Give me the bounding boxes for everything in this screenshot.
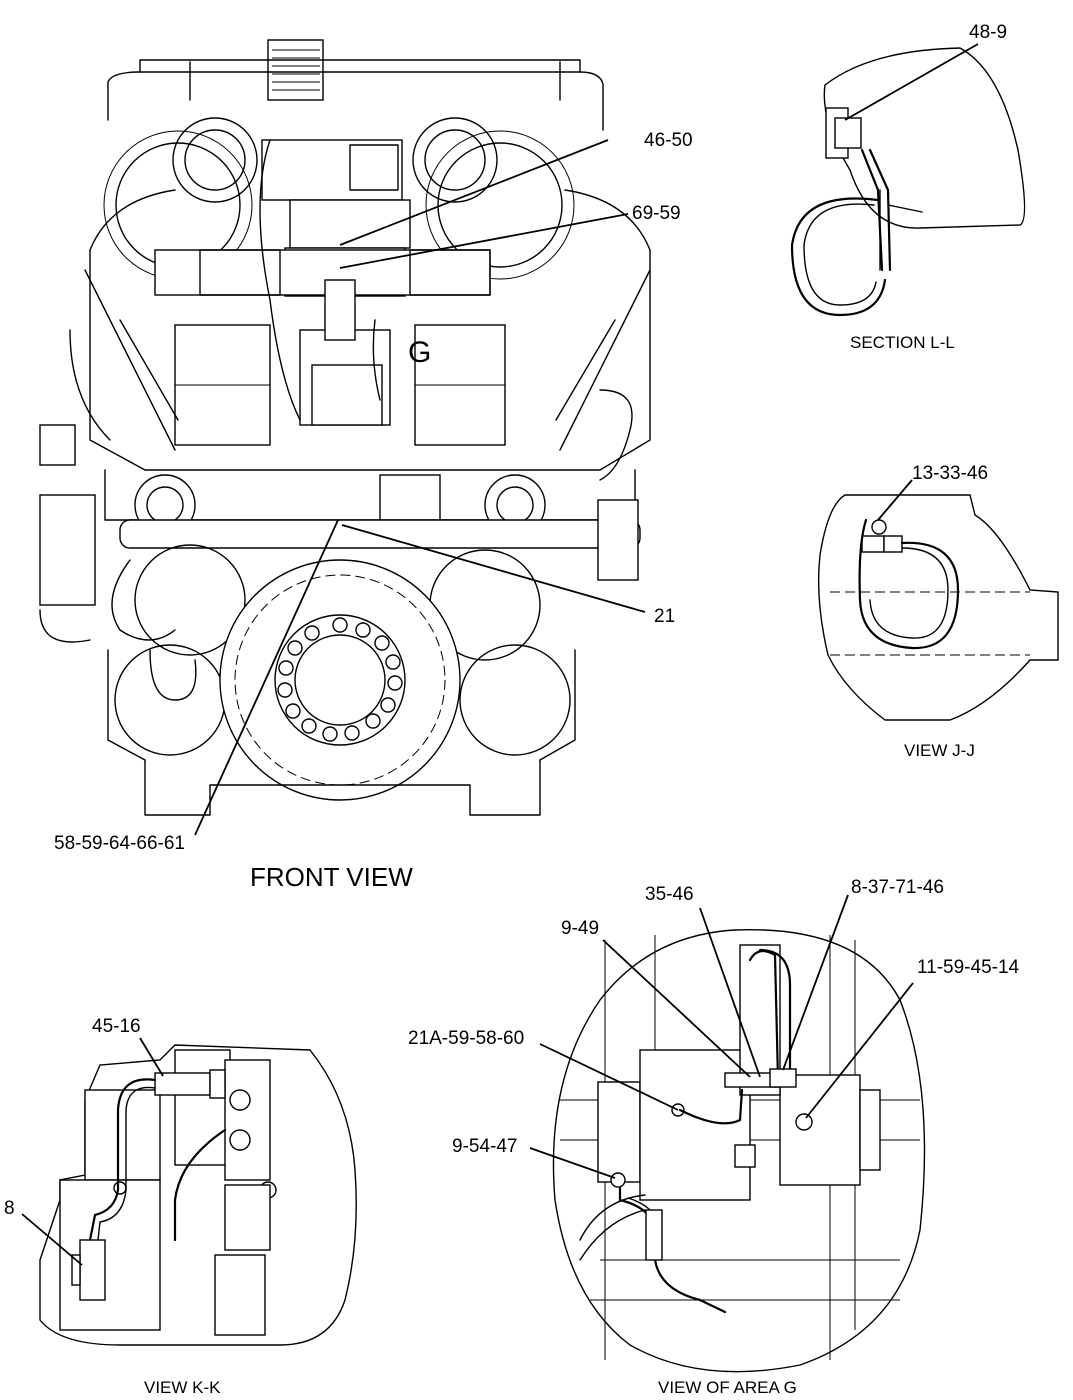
view-area-g-caption: VIEW OF AREA G — [658, 1378, 797, 1397]
view-jj-caption: VIEW J-J — [904, 741, 975, 760]
section-ll-caption: SECTION L-L — [850, 333, 955, 352]
front-view-engine: G — [39, 39, 651, 816]
view-kk-caption: VIEW K-K — [144, 1378, 221, 1397]
callout-13-33-46: 13-33-46 — [912, 463, 988, 484]
front-view-leaders — [194, 139, 646, 836]
callout-11-59-45-14: 11-59-45-14 — [917, 957, 1020, 978]
callout-9-54-47: 9-54-47 — [452, 1136, 518, 1157]
callout-21: 21 — [654, 606, 675, 627]
callout-8-37-71-46: 8-37-71-46 — [851, 877, 944, 898]
callout-9-49: 9-49 — [561, 918, 599, 939]
callout-69-59: 69-59 — [632, 203, 681, 224]
callout-58-59-64-66-61: 58-59-64-66-61 — [54, 833, 185, 854]
view-kk — [21, 1037, 357, 1346]
callout-35-46: 35-46 — [645, 884, 694, 905]
flywheel-bolt-ring — [277, 617, 403, 742]
view-jj — [817, 479, 1059, 721]
view-area-g — [529, 894, 926, 1373]
area-g-marker: G — [408, 336, 431, 369]
callout-8: 8 — [4, 1198, 15, 1219]
callout-48-9: 48-9 — [969, 22, 1007, 43]
callout-21a-59-58-60: 21A-59-58-60 — [408, 1028, 524, 1049]
front-view-caption: FRONT VIEW — [250, 862, 413, 892]
callout-46-50: 46-50 — [644, 130, 693, 151]
callout-45-16: 45-16 — [92, 1016, 141, 1037]
section-ll-view — [790, 43, 1026, 317]
